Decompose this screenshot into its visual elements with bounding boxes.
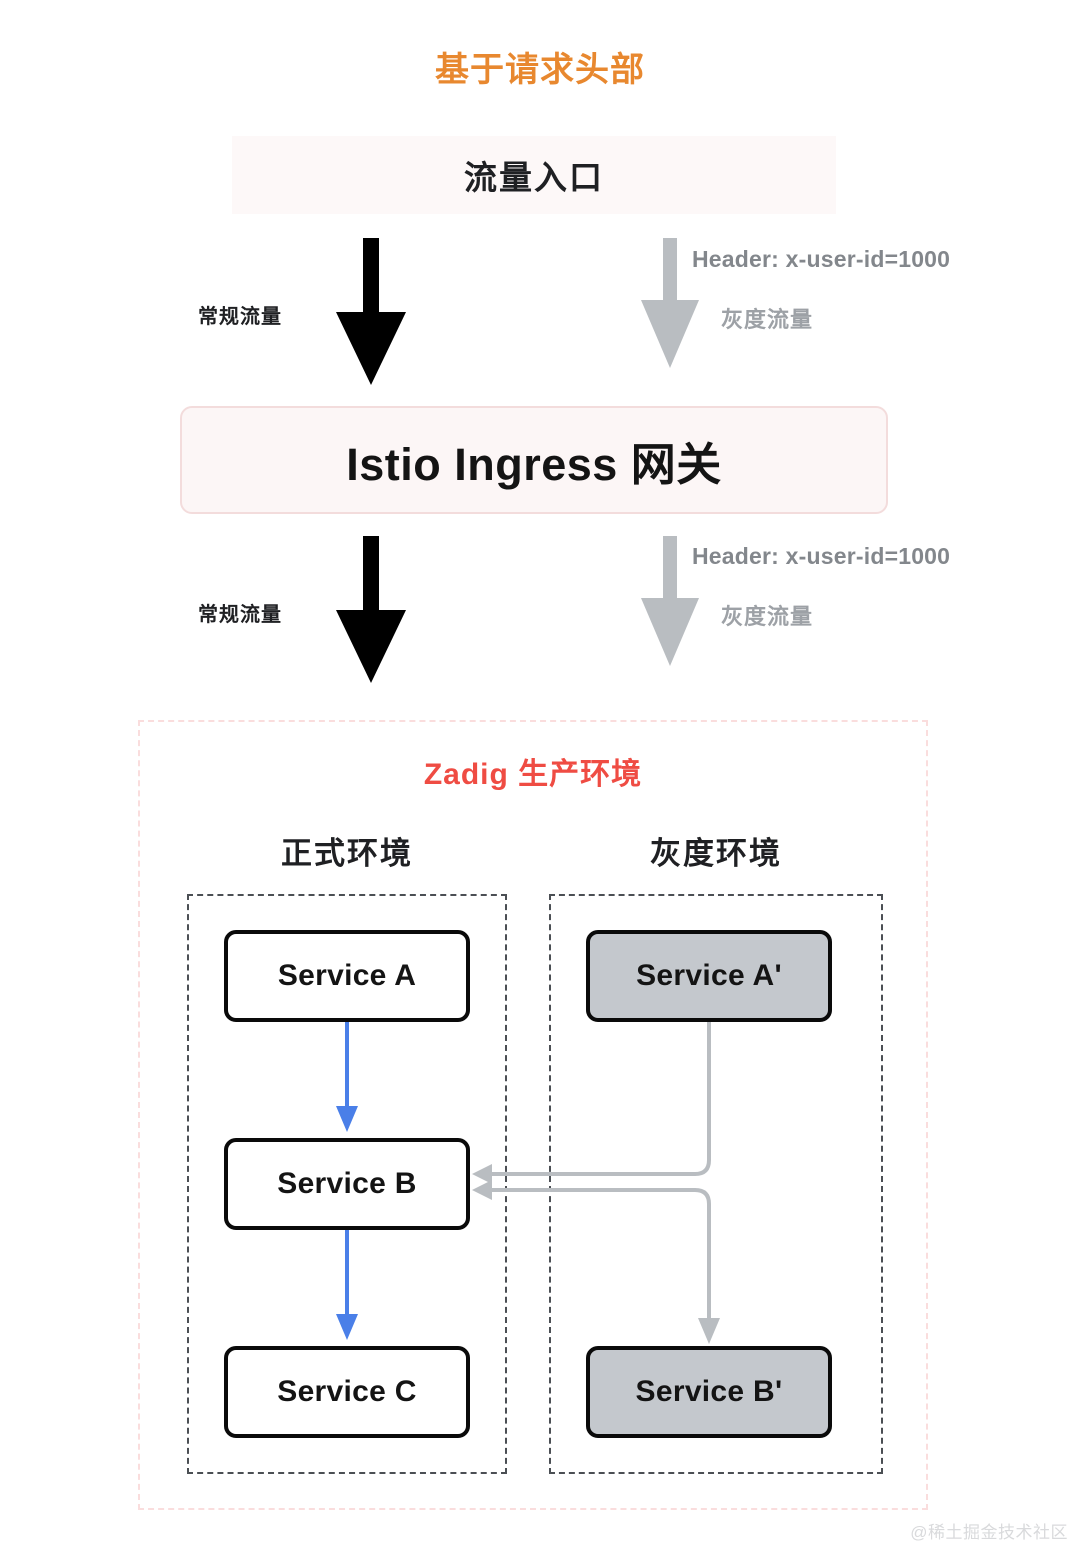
env-column-prod: [187, 894, 507, 1474]
traffic-entry-box: 流量入口: [232, 136, 836, 214]
flow1-gray-header-label: Header: x-user-id=1000: [692, 246, 951, 272]
service-box-service-c[interactable]: Service C: [224, 1346, 470, 1438]
env-column-gray: [549, 894, 883, 1474]
zadig-production-env-title: Zadig 生产环境: [423, 758, 643, 791]
istio-ingress-gateway-label: Istio Ingress 网关: [346, 438, 722, 490]
service-label: Service A: [277, 959, 417, 992]
istio-ingress-gateway-box: Istio Ingress 网关: [180, 406, 888, 514]
page-title: 基于请求头部: [435, 51, 645, 89]
arrow-gray-traffic-2: [641, 536, 699, 666]
service-label: Service B': [635, 1375, 783, 1408]
service-box-service-a[interactable]: Service A: [224, 930, 470, 1022]
flow2-normal-traffic-label: 常规流量: [198, 604, 282, 626]
service-box-service-b[interactable]: Service B: [224, 1138, 470, 1230]
env-header-gray: 灰度环境: [650, 836, 782, 871]
env-header-prod: 正式环境: [281, 836, 413, 871]
arrow-gray-traffic-1: [641, 238, 699, 368]
arrow-normal-traffic-2: [336, 536, 406, 683]
flow1-normal-traffic-label: 常规流量: [198, 306, 282, 328]
service-box-service-a-prime[interactable]: Service A': [586, 930, 832, 1022]
service-label: Service A': [636, 959, 782, 992]
service-label: Service C: [277, 1375, 417, 1408]
arrow-normal-traffic-1: [336, 238, 406, 385]
traffic-entry-label: 流量入口: [464, 159, 604, 196]
flow1-gray-traffic-label: 灰度流量: [721, 307, 814, 332]
service-label: Service B: [277, 1167, 417, 1200]
flow2-gray-header-label: Header: x-user-id=1000: [692, 543, 951, 569]
zadig-production-env-container: [138, 720, 928, 1510]
watermark: @稀土掘金技术社区: [910, 1523, 1068, 1542]
flow2-gray-traffic-label: 灰度流量: [721, 604, 814, 629]
service-box-service-b-prime[interactable]: Service B': [586, 1346, 832, 1438]
